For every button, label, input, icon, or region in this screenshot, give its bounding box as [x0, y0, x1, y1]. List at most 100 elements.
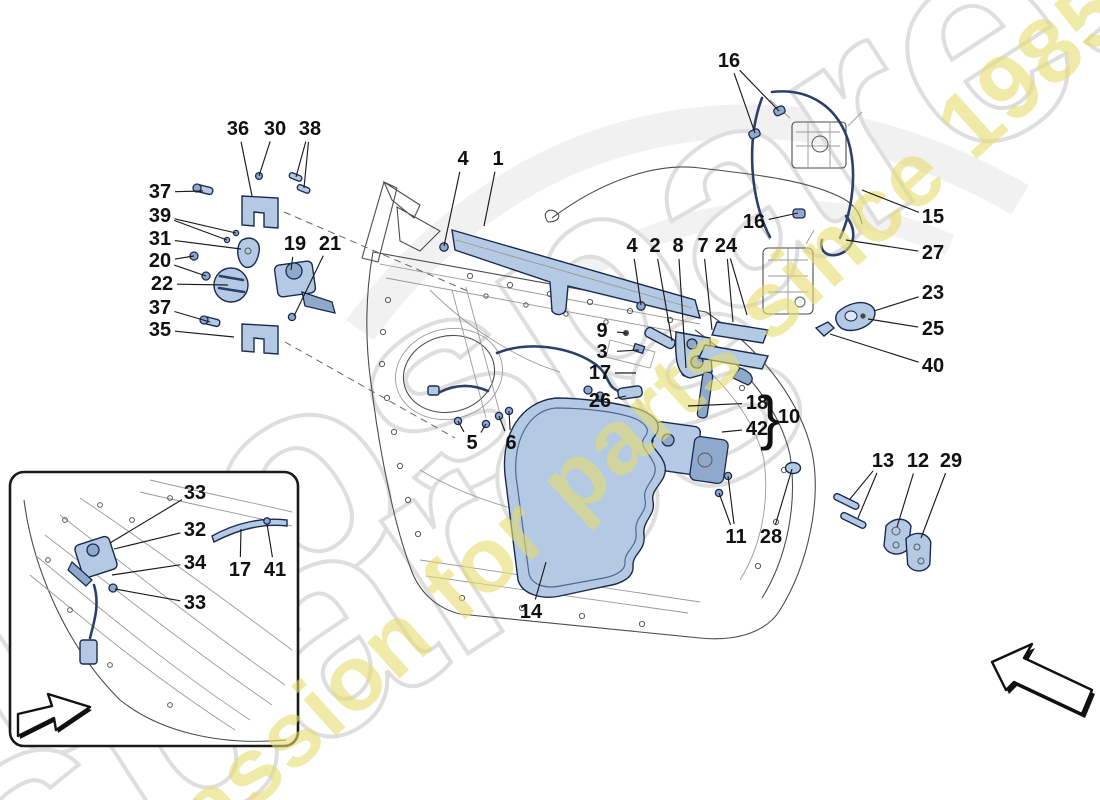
door-edge-arc-2 [679, 347, 767, 581]
window-frame [361, 180, 441, 263]
part-31-plate [237, 237, 260, 269]
leader-line-20 [174, 264, 207, 277]
lock-assembly-gray [761, 227, 815, 315]
callout-26: 26 [589, 390, 611, 412]
callout-4: 4 [626, 235, 638, 257]
part-42-lock [689, 435, 729, 485]
callout-1: 1 [492, 148, 503, 170]
callout-40: 40 [922, 355, 944, 377]
leader-line-36 [240, 141, 253, 197]
upper-lock-cluster [644, 321, 770, 419]
leader-line-33 [109, 499, 183, 544]
leader-line-21 [293, 255, 324, 317]
leader-line-5 [457, 420, 465, 433]
leader-line-38 [295, 141, 307, 178]
leader-line-27 [845, 239, 919, 252]
callout-12: 12 [907, 450, 929, 472]
leader-line-13 [857, 472, 878, 519]
access-opening [402, 334, 496, 414]
callout-16: 16 [743, 211, 765, 233]
part-4-grommet-1 [439, 242, 449, 252]
part-21-link [301, 291, 336, 314]
callout-4: 4 [457, 148, 469, 170]
callout-32: 32 [184, 519, 206, 541]
callout-41: 41 [264, 559, 286, 581]
callout-33: 33 [184, 592, 206, 614]
callout-37: 37 [149, 181, 171, 203]
callout-34: 34 [184, 552, 207, 574]
callout-10: 10 [778, 406, 800, 428]
part-14-insulation-panel [503, 397, 666, 598]
leader-line-41 [266, 523, 273, 558]
watermark-swoosh [346, 104, 1029, 341]
callout-8: 8 [672, 235, 683, 257]
callout-5: 5 [466, 432, 477, 454]
leader-line-16 [739, 69, 780, 112]
part-26-connector [617, 385, 643, 400]
leader-line-37 [174, 190, 204, 193]
leader-line-30 [258, 141, 271, 177]
callout-23: 23 [922, 282, 944, 304]
part-7-plate [711, 321, 769, 344]
leader-line-26 [614, 395, 627, 400]
inset-cable-end-33 [108, 583, 118, 593]
callout-42: 42 [746, 418, 768, 440]
callout-14: 14 [520, 601, 543, 623]
leader-line-25 [867, 318, 919, 328]
regulator-rails [451, 286, 501, 419]
callout-18: 18 [746, 392, 768, 414]
leader-line-33 [114, 588, 181, 602]
callout-19: 19 [284, 233, 306, 255]
leader-line-5 [480, 423, 487, 433]
watermark-swoosh-2 [533, 200, 955, 309]
leader-line-39 [174, 218, 237, 234]
leader-line-12 [896, 473, 915, 528]
leader-line-19 [290, 256, 294, 271]
view-direction-arrow [990, 642, 1095, 718]
callout-17: 17 [589, 362, 611, 384]
leader-line-42 [721, 429, 743, 433]
part-29-plate [905, 532, 932, 572]
leader-line-28 [774, 468, 793, 525]
callout-2: 2 [649, 235, 660, 257]
leader-line-1 [483, 171, 496, 227]
inset-panel [8, 470, 300, 748]
inset-cable-32 [88, 583, 98, 640]
part-31-hole [244, 247, 252, 255]
callout-38: 38 [299, 118, 321, 140]
callout-20: 20 [149, 250, 171, 272]
part-2-rod [644, 326, 676, 350]
lock-rod [696, 371, 714, 419]
door-inner-panel-outline [366, 251, 816, 640]
leader-line-32 [113, 532, 181, 550]
dashed-alignment-lines [283, 211, 471, 439]
callout-30: 30 [264, 118, 286, 140]
leader-line-17 [239, 528, 242, 558]
callout-36: 36 [227, 118, 249, 140]
callout-13: 13 [872, 450, 894, 472]
callout-28: 28 [760, 526, 782, 548]
callout-24: 24 [715, 235, 738, 257]
part-35-lower-hinge [241, 323, 279, 355]
leader-line-9 [616, 331, 627, 334]
leader-line-14 [534, 561, 547, 600]
beltline-holes [466, 272, 674, 325]
beltline-2 [379, 263, 701, 325]
callout-22: 22 [151, 273, 173, 295]
callout-39: 39 [149, 205, 171, 227]
part-1-trim-bar [451, 229, 701, 319]
callout-27: 27 [922, 242, 944, 264]
callout-9: 9 [596, 320, 607, 342]
leader-line-38 [303, 141, 310, 189]
part-24-plate [697, 344, 770, 370]
callout-31: 31 [149, 228, 171, 250]
inset-lineart [23, 479, 293, 742]
callout-11: 11 [725, 526, 746, 548]
leader-line-34 [111, 564, 181, 576]
leader-line-40 [829, 333, 919, 363]
callout-7: 7 [697, 235, 708, 257]
leader-line-24 [729, 258, 748, 316]
